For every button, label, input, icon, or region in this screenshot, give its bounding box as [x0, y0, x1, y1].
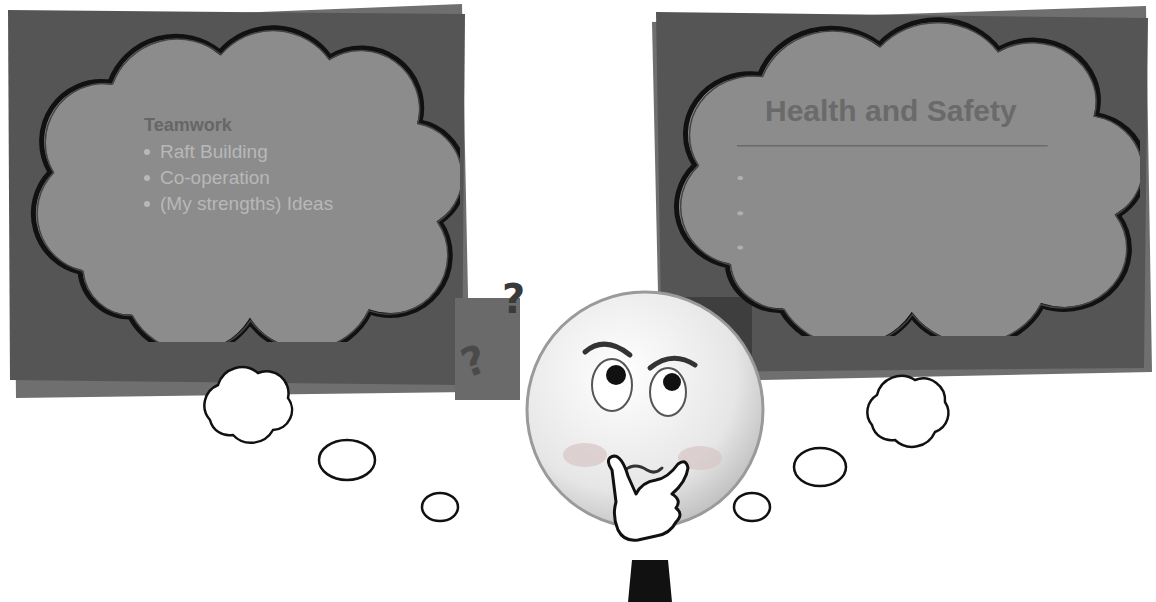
glove-line [632, 575, 668, 580]
thought-bubble [867, 376, 948, 447]
cloud-node: Health and Safety [662, 14, 1140, 336]
bullet-item: Co-operation [144, 167, 270, 189]
cloud-inner-line [681, 23, 1140, 336]
pupil [663, 373, 681, 391]
heading: Health and Safety [765, 94, 1017, 128]
bullet-dot [144, 201, 150, 207]
thought-bubble [319, 440, 375, 480]
thought-bubble [204, 367, 292, 443]
cloud-shape [33, 28, 460, 342]
heading: Teamwork [144, 115, 232, 136]
mouth [625, 466, 662, 472]
cloud-outline [662, 14, 1140, 336]
eye [592, 359, 632, 411]
bullet-item: (My strengths) Ideas [144, 193, 333, 215]
heading-rule [737, 145, 1048, 147]
bullet-dot [737, 211, 743, 215]
bullet-dot [737, 245, 743, 249]
question-mark: ? [502, 276, 525, 322]
eye [650, 368, 686, 416]
bullet-dot [737, 176, 743, 180]
cloud-inner-line [37, 31, 460, 342]
bullet-item: Raft Building [144, 141, 268, 163]
bullet-dot [144, 175, 150, 181]
panel-front [8, 10, 465, 385]
eyebrow [650, 358, 695, 368]
arm [628, 560, 672, 602]
pupil [606, 365, 626, 385]
thinking-hand [608, 456, 688, 540]
thought-bubble [734, 493, 770, 521]
bullet-dot [144, 149, 150, 155]
thought-bubble [422, 493, 458, 521]
cloud-node: TeamworkRaft BuildingCo-operation (My str… [20, 22, 460, 342]
eyebrow [585, 344, 630, 355]
cheek [563, 443, 607, 467]
thought-bubble [794, 448, 846, 486]
cloud-shape [676, 20, 1140, 336]
